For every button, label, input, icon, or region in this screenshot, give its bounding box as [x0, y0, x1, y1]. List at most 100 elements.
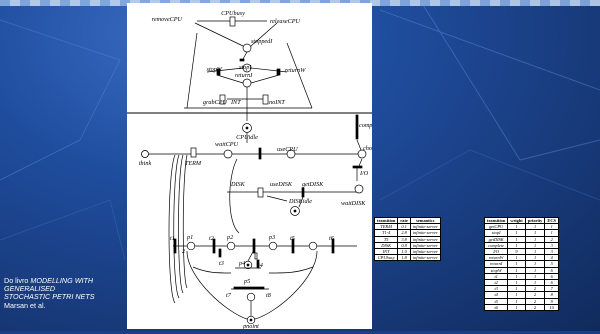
book-title-line-3: STOCHASTIC PETRI NETS — [4, 292, 95, 302]
cell: CPUbusy — [373, 254, 399, 262]
cell: 2 — [524, 291, 546, 299]
cell: 2 — [524, 285, 546, 293]
cell: 9 — [544, 297, 559, 305]
cell: 1 — [507, 254, 526, 262]
label-t2: t2 — [209, 235, 214, 242]
book-authors: Marsan et al. — [4, 300, 46, 310]
cell: 1 — [507, 223, 526, 231]
label-int: INT — [230, 99, 241, 106]
cell: T1-4 — [373, 229, 399, 237]
cell: 1 — [524, 279, 546, 287]
cell: 1 — [507, 229, 526, 237]
label-waitcpu: waitCPU — [215, 141, 239, 148]
label-cpubusy: CPUbusy — [221, 10, 245, 17]
label-usedisk: useDISK — [270, 181, 293, 188]
label-io: I/O — [359, 170, 369, 177]
cell: TERM — [373, 223, 399, 231]
label-t6: t6 — [329, 235, 335, 242]
cell: DISK — [373, 241, 399, 250]
cell: infinite-server — [409, 254, 441, 262]
label-getdisk: getDISK — [302, 181, 324, 188]
label-waitdisk: waitDISK — [341, 200, 366, 207]
cell: 1 — [507, 285, 526, 293]
weights-header-ecs: ECS — [544, 216, 559, 225]
cell: 4 — [544, 254, 559, 262]
petri-net-diagram: removeCPU CPUbusy releaseCPU stoppedI st… — [127, 3, 382, 330]
cell: 1 — [544, 223, 559, 231]
cell: 1 — [507, 266, 526, 274]
cell: 2 — [524, 303, 546, 312]
label-t4: t4 — [258, 262, 263, 269]
cell: 1 — [524, 247, 546, 256]
label-disk: DISK — [230, 181, 246, 188]
cell: 1 — [507, 297, 526, 305]
label-p5: p5 — [243, 278, 250, 285]
petri-net-svg: removeCPU CPUbusy releaseCPU stoppedI st… — [127, 10, 382, 330]
cell: infinite-server — [409, 229, 441, 237]
cell: 8 — [544, 291, 559, 299]
label-pnoint: pnoint — [242, 323, 259, 329]
cell: T5 — [373, 235, 399, 243]
label-releasecpu: releaseCPU — [270, 18, 301, 25]
cell: 1 — [507, 272, 526, 281]
cell: 1 — [507, 291, 526, 299]
label-stopw: stopW — [207, 66, 223, 73]
cell: 1 — [524, 260, 546, 268]
cell: 1 — [524, 235, 546, 243]
cell: 1 — [524, 272, 546, 281]
cell: 6 — [544, 279, 559, 287]
cell: infinite-server — [409, 223, 441, 231]
label-complete: complete — [359, 122, 372, 129]
label-term: TERM — [185, 160, 202, 167]
label-p4: p4 — [238, 260, 245, 267]
label-cpuidle: CPUidle — [236, 134, 258, 141]
label-diskidle: DISKidle — [288, 198, 312, 205]
cell: 9 — [507, 247, 526, 256]
weights-header-priority: priority — [524, 216, 546, 225]
cell: t6 — [483, 303, 509, 312]
label-returni: returnI — [235, 72, 253, 79]
cell: infinite-server — [409, 247, 441, 256]
label-stoppedi: stoppedI — [251, 38, 273, 45]
cell: 1 — [524, 266, 546, 274]
cell: 7 — [544, 285, 559, 293]
label-t5: t5 — [290, 235, 295, 242]
cell: 6 — [544, 266, 559, 274]
label-p1: p1 — [186, 234, 193, 241]
cell: 1 — [507, 235, 526, 243]
cell: 1 — [544, 229, 559, 237]
rates-header-semantics: semantics — [409, 216, 441, 225]
weights-header-transition: transition — [483, 216, 509, 225]
label-returnw: returnW — [285, 67, 306, 74]
label-p2: p2 — [226, 234, 233, 241]
label-t3: t3 — [219, 260, 224, 267]
label-stopi: stopI — [239, 64, 252, 71]
label-usecpu: useCPU — [277, 146, 298, 153]
label-t8: t8 — [266, 292, 272, 299]
cell: 1 — [524, 241, 546, 250]
cell: INT — [373, 247, 399, 256]
label-noint: noINT — [269, 99, 285, 106]
book-title-line-2: GENERALISED — [4, 284, 56, 294]
cell: 3 — [544, 241, 559, 250]
cell: 2 — [524, 297, 546, 305]
label-choose: choose — [363, 145, 372, 152]
cell: 1 — [524, 229, 546, 237]
book-credit-caption: Do livro MODELLING WITH GENERALISED STOC… — [4, 276, 124, 310]
